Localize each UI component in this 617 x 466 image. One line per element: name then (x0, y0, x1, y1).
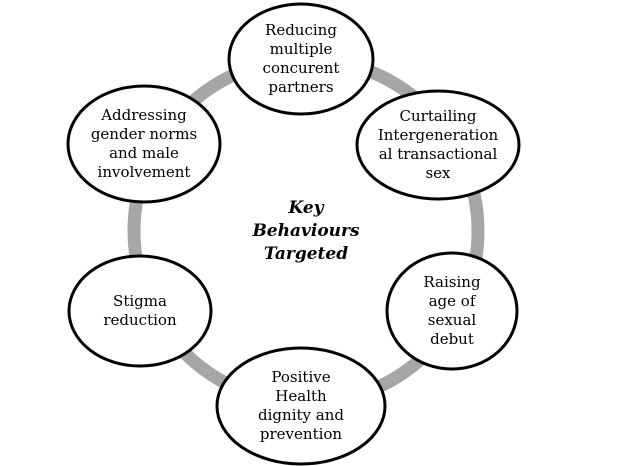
node-ellipse-stigma (67, 254, 213, 368)
node-ellipse-sexual-debut (385, 251, 519, 371)
node-label-stigma: Stigma reduction (103, 292, 177, 329)
node-label-reducing-partners: Reducing multiple concurent partners (262, 21, 340, 96)
node-label-sexual-debut: Raising age of sexual debut (423, 273, 481, 348)
node-label-positive-health: Positive Health dignity and prevention (258, 368, 344, 443)
node-label-transactional-sex: Curtailing Intergeneration al transactio… (377, 107, 499, 182)
node-label-gender-norms: Addressing gender norms and male involve… (90, 106, 198, 181)
center-title: Key Behaviours Targeted (252, 197, 360, 264)
node-ellipse-transactional-sex (355, 89, 521, 201)
node-ellipse-reducing-partners (227, 2, 375, 116)
node-ellipse-gender-norms (66, 84, 222, 204)
node-ellipse-positive-health (215, 346, 387, 466)
